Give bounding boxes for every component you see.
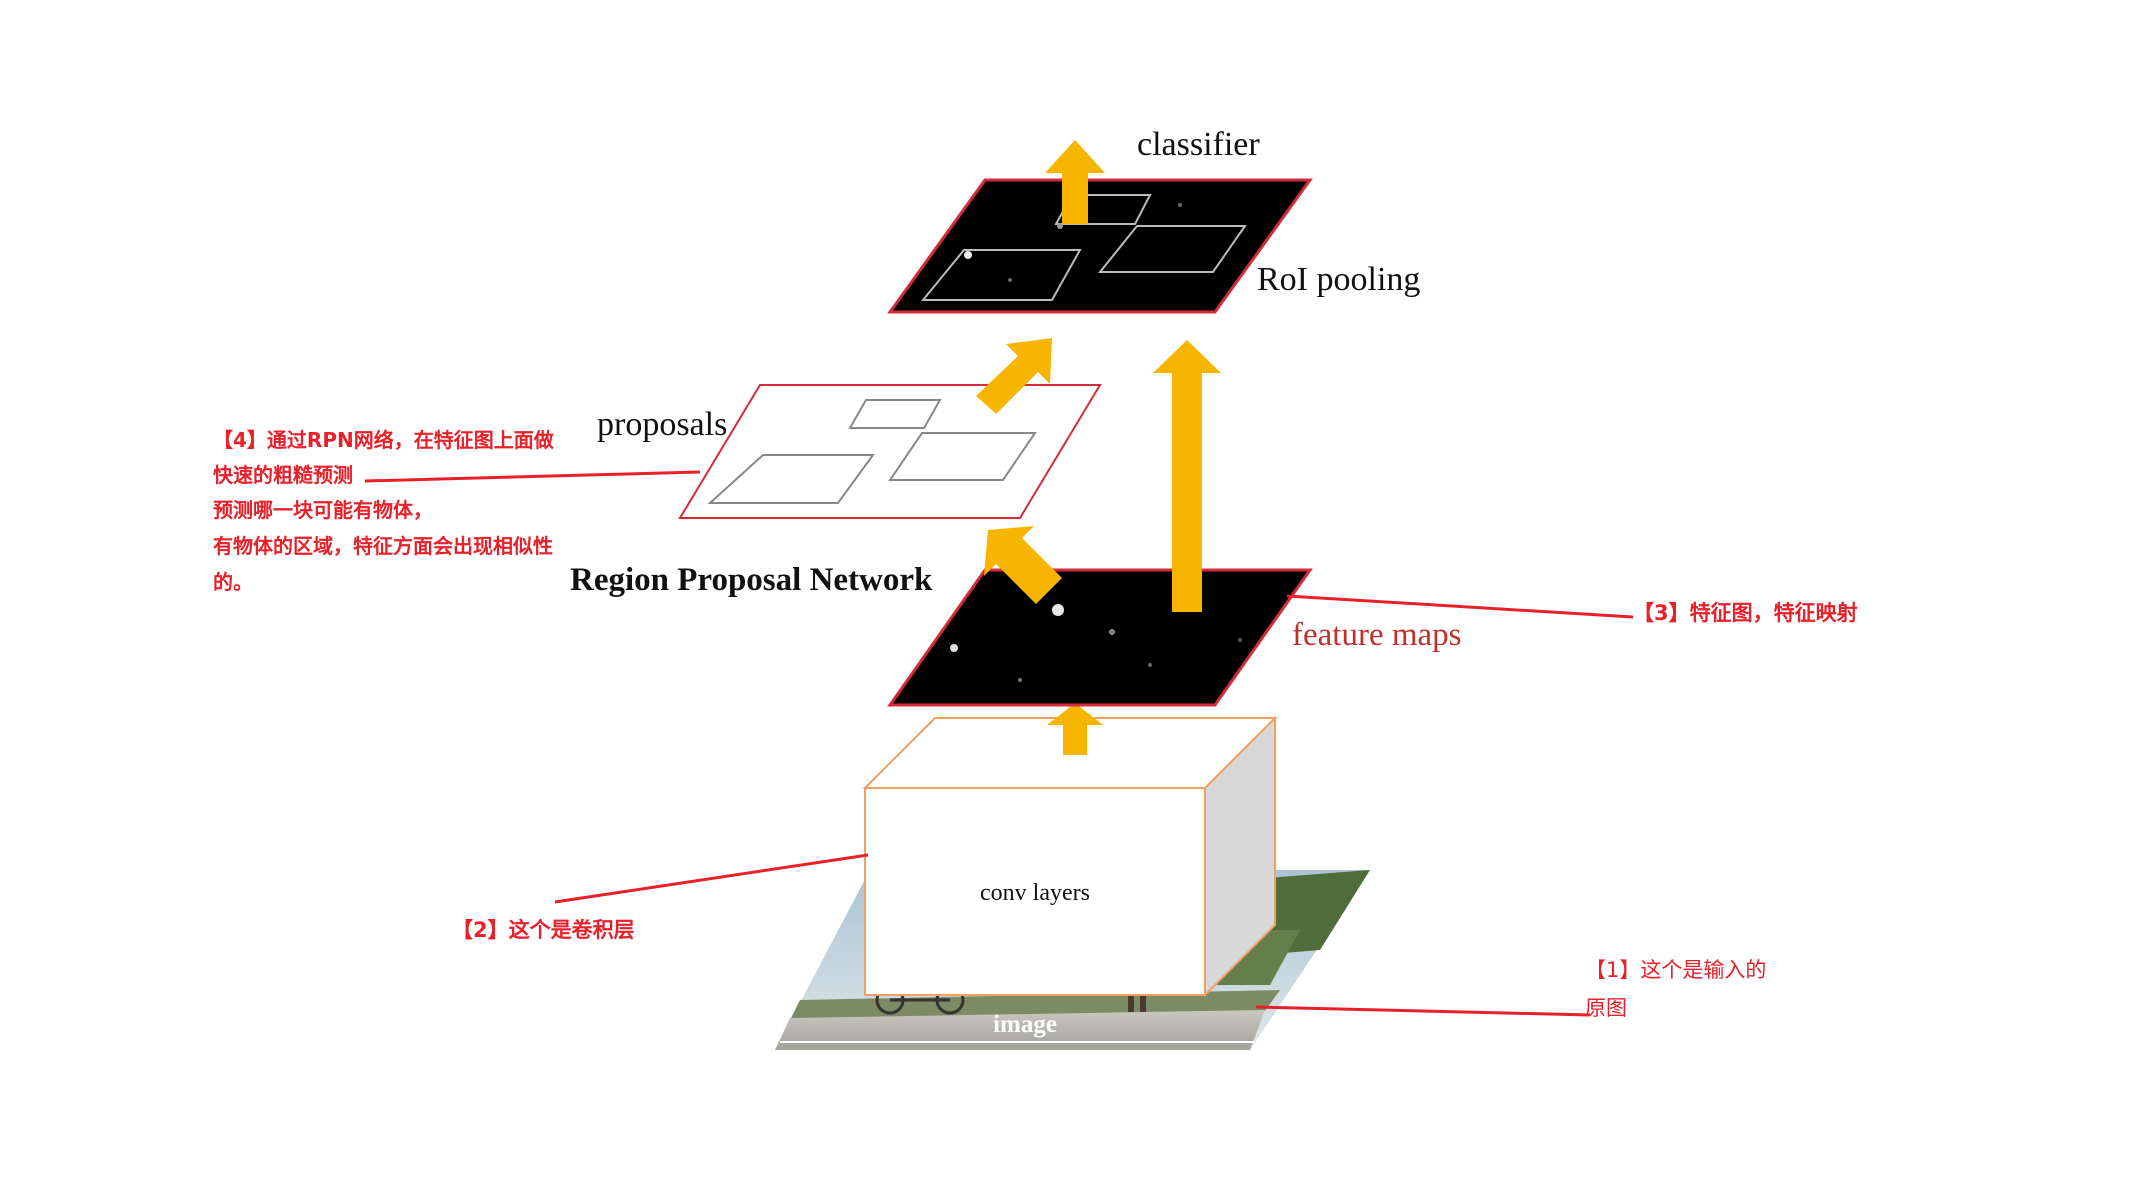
note1-line-2: 原图 [1585, 996, 1627, 1020]
note1-annotation: 【1】这个是输入的 原图 [1585, 958, 1766, 1020]
arrow-proposals-to-roi [976, 338, 1052, 414]
note3-pointer-line [1286, 594, 1634, 619]
note1-line-1: 【1】这个是输入的 [1585, 958, 1766, 982]
note4-line-3: 预测哪一块可能有物体， [213, 498, 433, 522]
conv-layers-box: conv layers [862, 715, 1278, 998]
note4-line-2: 快速的粗糙预测 [213, 463, 353, 487]
note2-pointer-line [554, 853, 869, 904]
feature-maps [887, 568, 1313, 707]
note4-pointer-line [364, 470, 701, 483]
note2-annotation: 【2】这个是卷积层 [452, 918, 635, 942]
note4-line-5: 的。 [213, 570, 253, 594]
arrow-features-to-roi [1153, 340, 1221, 612]
note4-annotation: 【4】通过RPN网络，在特征图上面做 快速的粗糙预测 预测哪一块可能有物体， 有… [213, 428, 555, 594]
proposals-label: proposals [597, 406, 727, 443]
note4-line-4: 有物体的区域，特征方面会出现相似性 [213, 534, 553, 558]
classifier-label: classifier [1137, 126, 1260, 163]
roi-pooling-map [887, 178, 1313, 314]
conv-layers-label: conv layers [980, 880, 1090, 906]
note1-pointer-line [1255, 1005, 1591, 1017]
rpn-label: Region Proposal Network [570, 562, 933, 598]
image-label: image [993, 1011, 1057, 1038]
arrow-features-to-proposals [984, 526, 1062, 604]
proposals-plane [678, 384, 1102, 519]
note4-line-1: 【4】通过RPN网络，在特征图上面做 [213, 428, 555, 452]
arrow-conv-to-features [1047, 703, 1103, 755]
feature-maps-label: feature maps [1292, 617, 1462, 653]
note3-annotation: 【3】特征图，特征映射 [1633, 601, 1858, 625]
roi-pooling-label: RoI pooling [1257, 261, 1420, 298]
arrow-roi-to-classifier [1045, 140, 1105, 224]
